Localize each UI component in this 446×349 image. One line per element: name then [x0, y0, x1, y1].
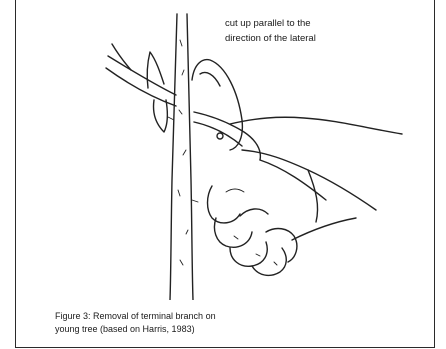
hand: [208, 170, 357, 275]
tree-trunk: [168, 14, 198, 300]
shear-blades: [192, 60, 260, 160]
lateral-branch: [106, 44, 176, 106]
cut-stub: [147, 52, 167, 132]
annotation-text: cut up parallel to the direction of the …: [225, 16, 415, 46]
figure-caption: Figure 3: Removal of terminal branch on …: [55, 310, 355, 336]
shear-handles: [217, 117, 402, 210]
